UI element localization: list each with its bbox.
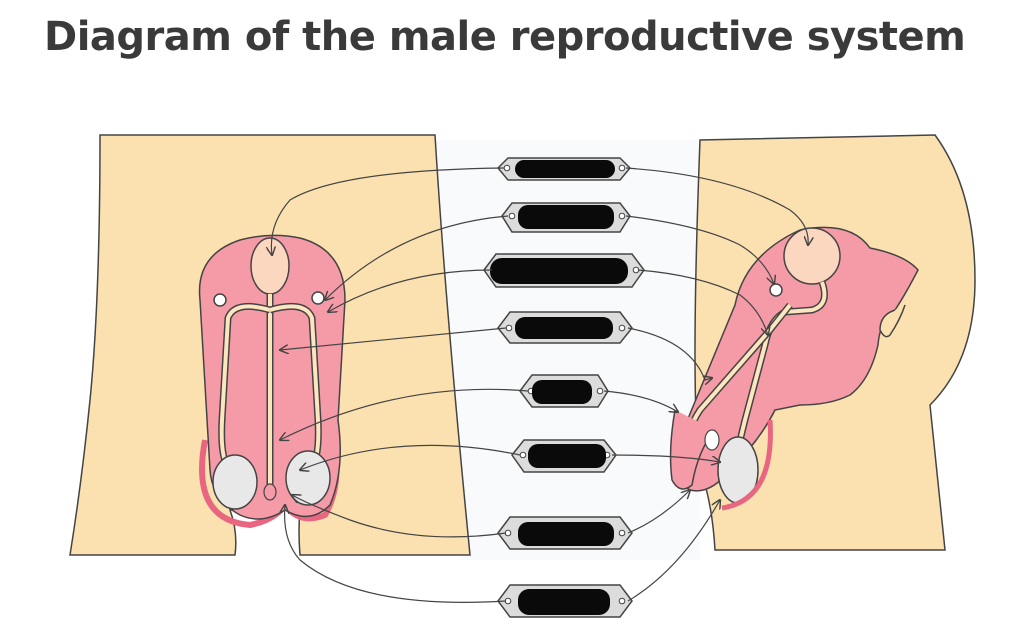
side-view (669, 134, 976, 551)
front-view (69, 134, 471, 556)
label-box-5 (519, 374, 609, 408)
label-box-1 (496, 157, 632, 181)
side-penis (669, 409, 716, 490)
label-box-6 (511, 439, 617, 473)
front-bladder (250, 237, 290, 295)
label-redaction (518, 522, 614, 546)
label-box-4 (497, 311, 633, 344)
label-redaction (518, 205, 614, 229)
front-gland-left (213, 293, 227, 307)
label-redaction (518, 589, 610, 615)
front-gland-right (311, 291, 325, 305)
side-scrotum-outline (721, 419, 773, 511)
label-box-8 (497, 584, 633, 618)
side-gland (769, 283, 783, 297)
front-testis-right (285, 450, 331, 506)
front-testis-left (212, 454, 258, 510)
label-box-3 (483, 253, 645, 288)
label-redaction (532, 380, 592, 404)
side-bladder (783, 227, 841, 285)
page-title: Diagram of the male reproductive system (44, 14, 966, 60)
leader-arrows (271, 167, 808, 603)
label-box-7 (497, 516, 633, 550)
label-box-2 (501, 202, 631, 233)
label-redaction (490, 258, 628, 284)
label-redaction (528, 444, 606, 468)
label-redaction (515, 317, 613, 339)
label-redaction (515, 160, 615, 178)
